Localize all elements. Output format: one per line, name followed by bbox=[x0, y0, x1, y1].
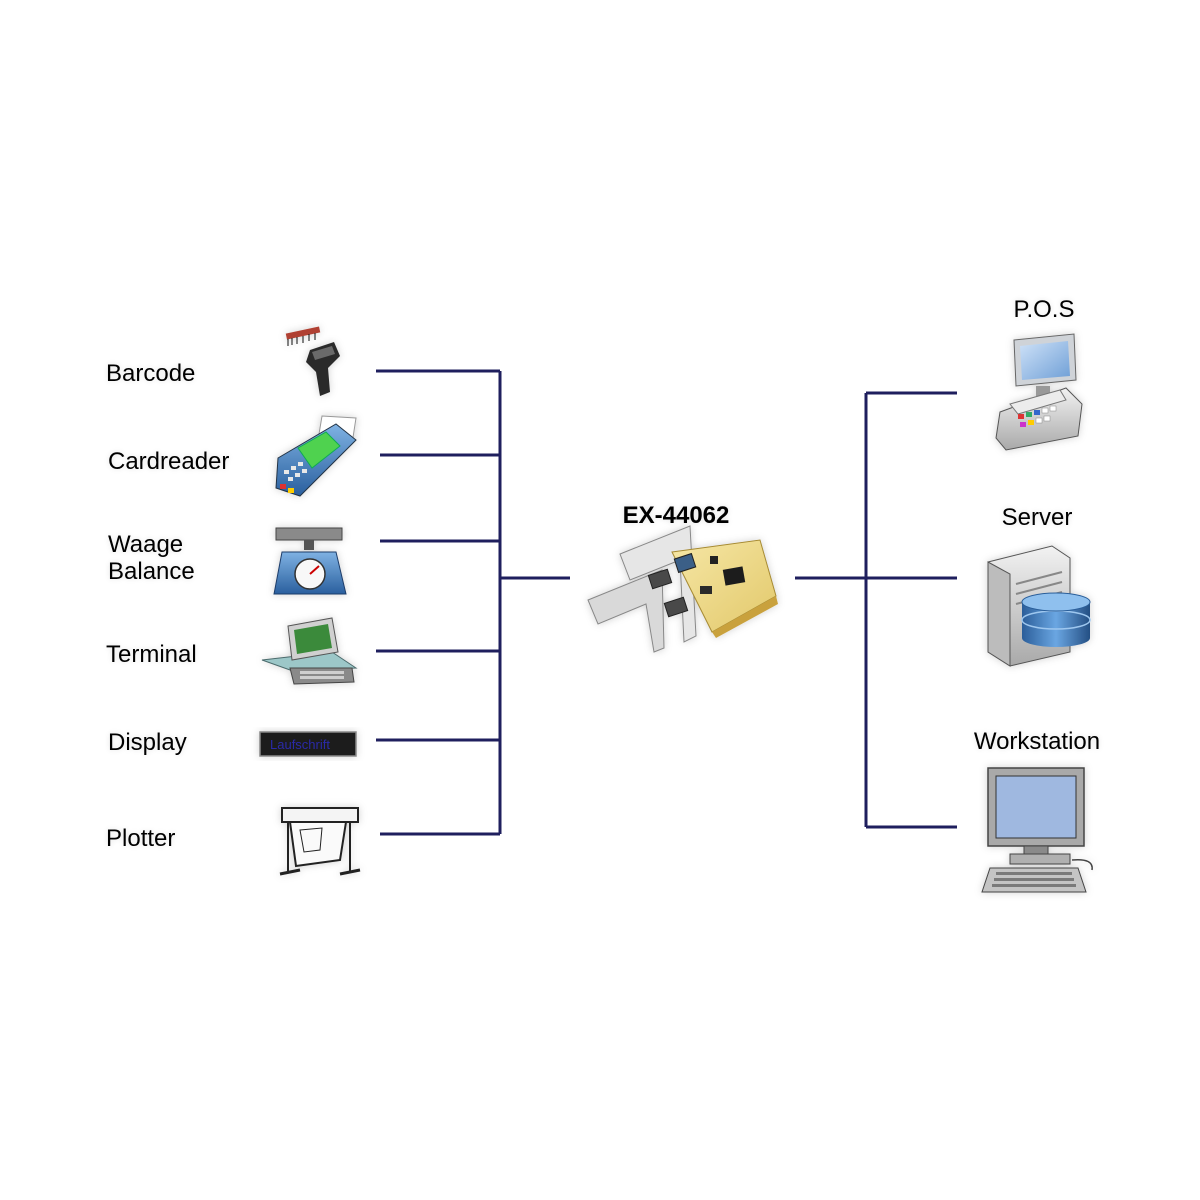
label-pos: P.O.S bbox=[1013, 296, 1075, 323]
label-server: Server bbox=[1001, 504, 1073, 531]
led-display-icon: Laufschrift bbox=[259, 731, 357, 757]
label-barcode: Barcode bbox=[106, 360, 196, 387]
server-icon bbox=[987, 545, 1091, 667]
led-display-text: Laufschrift bbox=[270, 737, 330, 752]
scale-icon bbox=[273, 527, 347, 595]
terminal-icon bbox=[261, 617, 358, 685]
label-plotter: Plotter bbox=[106, 825, 176, 852]
serial-pcie-card-icon bbox=[587, 525, 778, 653]
diagram-title: EX-44062 bbox=[622, 502, 730, 529]
label-workstation: Workstation bbox=[973, 728, 1101, 755]
label-balance: Balance bbox=[108, 558, 195, 585]
label-terminal: Terminal bbox=[106, 641, 197, 668]
label-display: Display bbox=[108, 729, 187, 756]
card-reader-icon bbox=[275, 415, 357, 497]
barcode-scanner-icon bbox=[285, 326, 340, 396]
plotter-icon bbox=[279, 807, 361, 876]
label-cardreader: Cardreader bbox=[108, 448, 230, 475]
workstation-icon bbox=[981, 767, 1093, 893]
label-waage: Waage bbox=[108, 531, 184, 558]
pos-register-icon bbox=[995, 333, 1083, 451]
connection-lines bbox=[376, 369, 957, 836]
